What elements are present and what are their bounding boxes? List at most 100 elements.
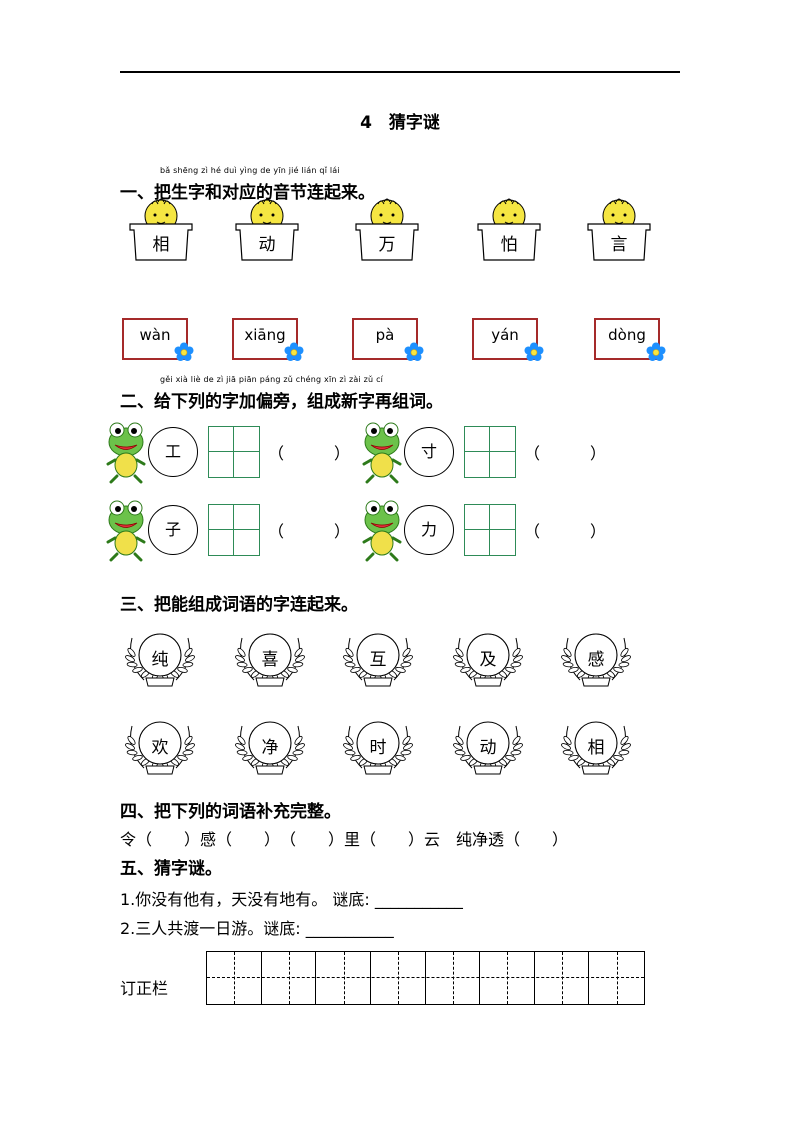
pinyin-card[interactable]: wàn xyxy=(122,318,200,364)
wreath-character[interactable]: 相 xyxy=(558,716,634,778)
character-label: 言 xyxy=(610,235,628,255)
paren-close: ） xyxy=(334,444,351,463)
correction-dash xyxy=(398,952,400,1004)
pinyin-label: xiāng xyxy=(244,326,286,344)
pinyin-box xyxy=(472,318,538,360)
grid-line xyxy=(489,505,490,555)
wreath-character-label: 互 xyxy=(369,650,387,670)
frog-icon xyxy=(106,496,146,562)
correction-dash xyxy=(343,952,345,1004)
frog-icon xyxy=(362,418,402,484)
correction-grid[interactable] xyxy=(206,951,645,1005)
top-rule xyxy=(120,71,680,73)
pinyin-box xyxy=(594,318,660,360)
correction-dash xyxy=(616,952,618,1004)
base-character-circle: 工 xyxy=(148,427,198,477)
pinyin-label: dòng xyxy=(608,326,646,344)
pinyin-box xyxy=(352,318,418,360)
section3-heading: 三、把能组成词语的字连起来。 xyxy=(120,595,358,615)
writing-grid[interactable] xyxy=(464,426,516,478)
character-label: 相 xyxy=(152,235,170,255)
riddle-1: 1.你没有他有，天没有地有。 谜底: ___________ xyxy=(120,890,463,909)
paren-close: ） xyxy=(590,444,607,463)
grid-line xyxy=(209,451,259,452)
grid-line xyxy=(489,427,490,477)
correction-cell[interactable] xyxy=(535,952,590,1004)
wreath-character-label: 喜 xyxy=(261,650,279,670)
character-label: 怕 xyxy=(500,235,518,255)
grid-line xyxy=(465,529,515,530)
wreath-character[interactable]: 感 xyxy=(558,628,634,690)
paren-open: （ xyxy=(268,444,285,463)
correction-dash xyxy=(507,952,509,1004)
grid-line xyxy=(233,505,234,555)
pinyin-box xyxy=(122,318,188,360)
section4-heading: 四、把下列的词语补充完整。 xyxy=(120,802,341,822)
wreath-character-label: 感 xyxy=(587,650,605,670)
correction-dash xyxy=(234,952,236,1004)
correction-cell[interactable] xyxy=(480,952,535,1004)
paren-open: （ xyxy=(524,444,541,463)
pinyin-card[interactable]: xiāng xyxy=(232,318,310,364)
wreath-character-label: 动 xyxy=(479,738,497,758)
section4-fill-line: 令（ ）感（ ） （ ）里（ ）云 纯净透（ ） xyxy=(120,830,569,849)
writing-grid[interactable] xyxy=(208,426,260,478)
base-character-circle: 子 xyxy=(148,505,198,555)
character-card[interactable]: 相 xyxy=(128,196,194,266)
page-title: 4 猜字谜 xyxy=(360,113,440,133)
wreath-character[interactable]: 互 xyxy=(340,628,416,690)
character-label: 动 xyxy=(258,235,276,255)
wreath-character[interactable]: 及 xyxy=(450,628,526,690)
section2-heading: 二、给下列的字加偏旁，组成新字再组词。 xyxy=(120,392,443,412)
frog-icon xyxy=(106,418,146,484)
correction-label: 订正栏 xyxy=(120,979,169,998)
wreath-character[interactable]: 净 xyxy=(232,716,308,778)
paren-close: ） xyxy=(334,522,351,541)
paren-open: （ xyxy=(524,522,541,541)
wreath-character[interactable]: 喜 xyxy=(232,628,308,690)
pinyin-label: pà xyxy=(375,326,395,344)
wreath-character[interactable]: 动 xyxy=(450,716,526,778)
character-card[interactable]: 动 xyxy=(234,196,300,266)
character-card[interactable]: 怕 xyxy=(476,196,542,266)
correction-cell[interactable] xyxy=(426,952,481,1004)
correction-cell[interactable] xyxy=(316,952,371,1004)
pinyin-label: wàn xyxy=(139,326,171,344)
wreath-character-label: 及 xyxy=(479,650,497,670)
frog-icon xyxy=(362,496,402,562)
wreath-character[interactable]: 时 xyxy=(340,716,416,778)
correction-dash xyxy=(452,952,454,1004)
section2-pinyin: gěi xià liè de zì jiā piān páng zǔ chéng… xyxy=(160,375,384,384)
wreath-character-label: 欢 xyxy=(151,738,169,758)
pinyin-card[interactable]: pà xyxy=(352,318,430,364)
grid-line xyxy=(465,451,515,452)
wreath-character-label: 净 xyxy=(261,738,279,758)
correction-dash xyxy=(562,952,564,1004)
correction-dash xyxy=(288,952,290,1004)
wreath-character[interactable]: 欢 xyxy=(122,716,198,778)
writing-grid[interactable] xyxy=(464,504,516,556)
paren-open: （ xyxy=(268,522,285,541)
correction-cell[interactable] xyxy=(262,952,317,1004)
section5-heading: 五、猜字谜。 xyxy=(120,859,222,879)
section1-heading: 一、把生字和对应的音节连起来。 xyxy=(120,183,375,203)
paren-close: ） xyxy=(590,522,607,541)
section1-pinyin: bǎ shēng zì hé duì yìng de yīn jié lián … xyxy=(160,166,340,175)
character-label: 万 xyxy=(378,235,396,255)
character-card[interactable]: 言 xyxy=(586,196,652,266)
grid-line xyxy=(209,529,259,530)
writing-grid[interactable] xyxy=(208,504,260,556)
wreath-character-label: 纯 xyxy=(151,650,169,670)
wreath-character-label: 时 xyxy=(369,738,387,758)
pinyin-box xyxy=(232,318,298,360)
pinyin-card[interactable]: yán xyxy=(472,318,550,364)
correction-dash xyxy=(207,977,644,978)
riddle-2: 2.三人共渡一日游。谜底: ___________ xyxy=(120,919,394,938)
grid-line xyxy=(233,427,234,477)
wreath-character[interactable]: 纯 xyxy=(122,628,198,690)
character-card[interactable]: 万 xyxy=(354,196,420,266)
pinyin-card[interactable]: dòng xyxy=(594,318,672,364)
correction-cell[interactable] xyxy=(207,952,262,1004)
base-character-circle: 力 xyxy=(404,505,454,555)
correction-cell[interactable] xyxy=(371,952,426,1004)
